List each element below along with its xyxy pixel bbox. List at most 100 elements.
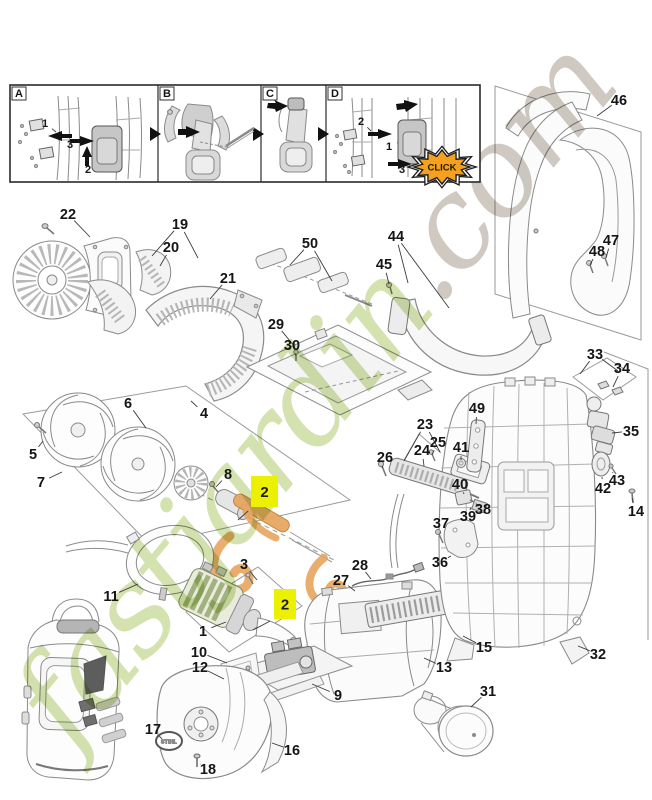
latch-cluster-art (572, 357, 637, 504)
part-label-13: 13 (436, 660, 452, 676)
step-arrow-icon (318, 127, 329, 141)
bold-arrow-icon (396, 100, 418, 112)
bracket-36-art (443, 519, 479, 558)
motor-art (178, 561, 254, 635)
svg-text:A: A (15, 88, 23, 100)
part-label-12: 12 (192, 660, 208, 676)
leader-line (249, 570, 258, 581)
bold-arrow-icon (267, 100, 288, 112)
part-label-3: 3 (240, 557, 248, 573)
leader-line (289, 249, 305, 266)
leader-line (48, 471, 63, 479)
fan-housing-art (12, 223, 172, 335)
leader-line (132, 410, 147, 429)
step-d-callout-2: 2 (358, 116, 364, 128)
part-label-31: 31 (480, 684, 496, 700)
screw-14-icon (628, 488, 636, 504)
screw-43-icon (608, 463, 617, 475)
leader-line (215, 480, 223, 488)
leader-line (314, 250, 333, 282)
clamp-ring-art (65, 525, 215, 602)
part-label-46: 46 (611, 93, 627, 109)
part-label-15: 15 (476, 640, 492, 656)
bold-arrow-icon (70, 136, 94, 146)
leader-line (367, 127, 372, 132)
part-label-47: 47 (603, 233, 619, 249)
leader-line (183, 231, 199, 259)
leader-line (73, 220, 91, 238)
strap-buckle-art (255, 247, 373, 307)
leader-line (252, 620, 271, 631)
part-label-21: 21 (220, 271, 236, 287)
leader-line (211, 621, 227, 629)
leader-line (612, 375, 619, 388)
main-artwork: STIHL (12, 85, 649, 781)
bold-arrow-icon (178, 126, 200, 138)
leader-line (462, 492, 465, 495)
panel-letter-c: C (262, 86, 278, 101)
part-label-7: 7 (37, 475, 45, 491)
svg-text:D: D (331, 88, 339, 100)
step-d-callout-3: 3 (399, 164, 405, 176)
part-label-29: 29 (268, 317, 284, 333)
part-label-50: 50 (302, 236, 318, 252)
part-label-45: 45 (376, 257, 392, 273)
highlight-box-1 (251, 476, 278, 507)
motor-group-art (178, 561, 303, 653)
step-arrow-icon (253, 127, 264, 141)
impeller-group-art (21, 385, 352, 563)
leader-line (589, 258, 594, 266)
part-label-23: 23 (417, 417, 433, 433)
panel-letter-d: D (327, 86, 343, 101)
part-label-11: 11 (103, 589, 118, 605)
part-label-37: 37 (433, 516, 449, 532)
leader-line (151, 230, 175, 257)
bold-arrow-icon (368, 129, 392, 139)
leader-line (403, 431, 421, 462)
leader-line (281, 330, 296, 348)
part-label-10: 10 (191, 645, 207, 661)
leader-line (475, 503, 480, 507)
leader-line (469, 507, 472, 511)
leader-line (209, 284, 223, 300)
part-label-18: 18 (200, 762, 216, 778)
leader-line (51, 128, 57, 133)
leader-line (462, 635, 477, 644)
part-label-43: 43 (609, 473, 625, 489)
leader-line (190, 400, 198, 408)
brand-badge: STIHL (155, 731, 183, 751)
bold-arrow-icon (48, 131, 72, 141)
elbow-duct-art (145, 285, 265, 402)
bold-arrow-icon (82, 146, 92, 166)
screw-18-icon (193, 753, 201, 767)
part-label-20: 20 (163, 240, 179, 256)
part-label-17: 17 (145, 722, 161, 738)
panel-b-art (164, 103, 255, 181)
panel-a-art (17, 95, 142, 182)
base-plate-art (245, 324, 433, 416)
step-a-callout-2: 2 (85, 164, 91, 176)
leader-line (470, 696, 482, 708)
leader-line (311, 683, 330, 692)
step-a-callout-3: 3 (67, 139, 73, 151)
harness-frame-art (494, 85, 642, 341)
part-label-49: 49 (469, 401, 485, 417)
click-starburst-inner (411, 148, 473, 186)
part-label-27: 27 (333, 573, 349, 589)
screw-8-icon (209, 481, 219, 493)
leader-line (381, 465, 384, 469)
leader-line (428, 431, 441, 453)
part-label-4: 4 (200, 406, 208, 422)
leader-line (601, 358, 619, 372)
leader-line (271, 742, 284, 748)
part-label-35: 35 (623, 424, 639, 440)
leader-line (577, 645, 590, 652)
click-text: CLICK (427, 163, 456, 174)
bracket-cluster-art (377, 419, 491, 569)
leader-line (207, 670, 225, 680)
leader-line (596, 104, 612, 117)
bold-arrow-icon (388, 159, 412, 169)
part-label-28: 28 (352, 558, 368, 574)
